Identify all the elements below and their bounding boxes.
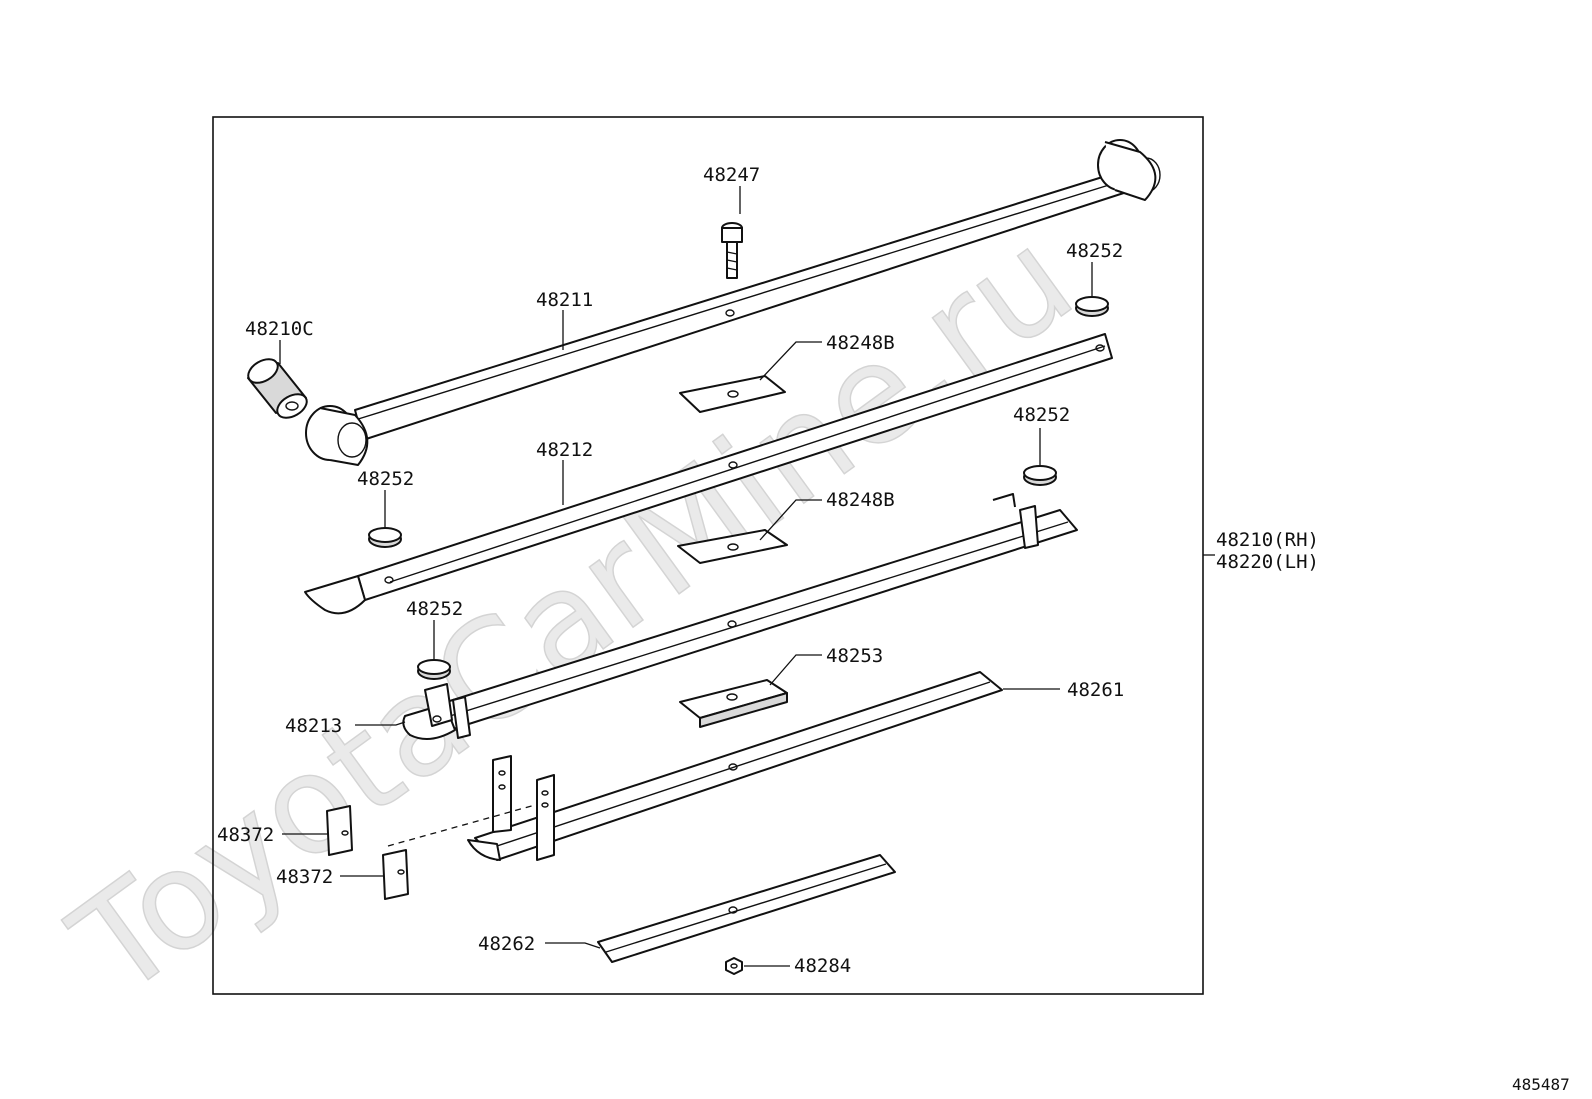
bushing-48210C <box>247 358 308 419</box>
silencer-48252-a <box>1075 296 1109 317</box>
center-bolt-48247 <box>721 222 743 279</box>
leaf-spring-48262 <box>597 854 896 963</box>
watermark-text: ToyotaCarMine.ru <box>46 201 1101 1028</box>
label-48252-b: 48252 <box>1013 404 1070 426</box>
spacer-48253 <box>679 679 788 728</box>
assembly-label-rh: 48210(RH) <box>1216 529 1319 551</box>
silencer-48252-c <box>368 527 402 548</box>
label-48262: 48262 <box>478 933 535 955</box>
leader-lines <box>279 186 1215 967</box>
leaf-spring-48211 <box>305 139 1161 466</box>
clip-48372-b <box>382 849 409 900</box>
liner-48248B-upper <box>679 375 786 413</box>
label-48252-c: 48252 <box>357 468 414 490</box>
label-48372-b: 48372 <box>276 866 333 888</box>
label-48252-d: 48252 <box>406 598 463 620</box>
label-48261: 48261 <box>1067 679 1124 701</box>
silencer-48252-d <box>417 659 451 680</box>
label-48253: 48253 <box>826 645 883 667</box>
label-48210C: 48210C <box>245 318 314 340</box>
leaf-spring-48212 <box>304 333 1113 615</box>
label-48248B-b: 48248B <box>826 489 895 511</box>
label-48213: 48213 <box>285 715 342 737</box>
clip-dashed-guide <box>387 804 536 847</box>
diagram-code: 485487 <box>1512 1075 1570 1094</box>
label-48248B-a: 48248B <box>826 332 895 354</box>
assembly-label-lh: 48220(LH) <box>1216 551 1319 573</box>
liner-48248B-lower <box>677 529 788 564</box>
label-48284: 48284 <box>794 955 851 977</box>
label-48372-a: 48372 <box>217 824 274 846</box>
label-48211: 48211 <box>536 289 593 311</box>
leaf-spring-48261 <box>467 671 1003 861</box>
nut-48284 <box>725 957 743 975</box>
clip-48372-a <box>326 805 353 856</box>
label-48212: 48212 <box>536 439 593 461</box>
label-48247: 48247 <box>703 164 760 186</box>
silencer-48252-b <box>1023 465 1057 486</box>
leaf-spring-48213 <box>402 493 1078 740</box>
label-48252-a: 48252 <box>1066 240 1123 262</box>
